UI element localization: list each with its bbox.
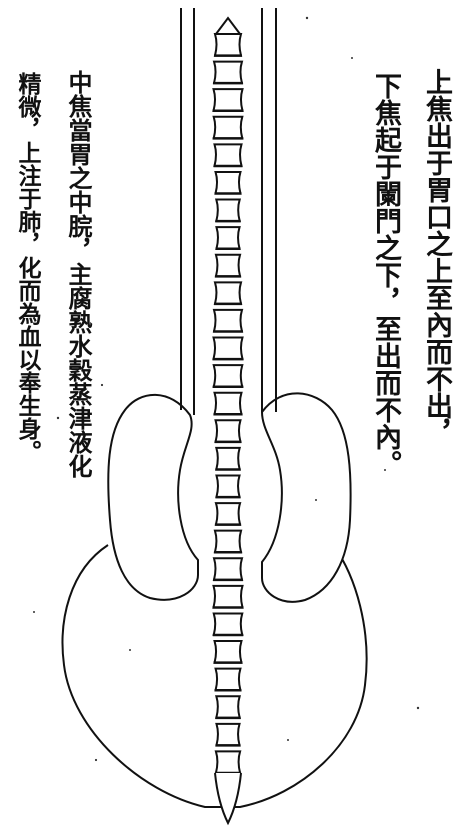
column-segment	[216, 724, 239, 746]
column-segment	[215, 34, 241, 56]
column-segment	[216, 448, 239, 470]
column-segment	[214, 62, 242, 84]
column-segment	[214, 338, 243, 360]
column-segment	[215, 531, 241, 553]
column-top-tip	[216, 18, 240, 34]
text-column-middle-burner-cont: 精微，上注于肺，化而為血以奉生身。	[16, 72, 39, 463]
column-segment	[214, 89, 243, 111]
column-segment	[215, 641, 242, 663]
column-segment	[216, 227, 239, 249]
column-segment	[216, 669, 241, 691]
column-segment	[216, 503, 240, 525]
column-segment	[215, 282, 241, 304]
column-segment	[216, 751, 240, 773]
column-segment	[214, 365, 243, 387]
column-segment	[214, 586, 243, 608]
column-segment	[214, 310, 242, 332]
column-segment	[214, 558, 242, 580]
column-bottom-tip	[215, 773, 241, 823]
segmented-central-column	[213, 18, 244, 823]
column-segment	[214, 144, 241, 166]
column-segment	[216, 172, 241, 194]
text-column-upper-burner: 上焦出于胃口之上至內而不出，	[423, 68, 450, 446]
text-column-lower-burner: 下焦起于闌門之下，至出而不內。	[372, 72, 399, 477]
right-organ-outline	[262, 393, 351, 601]
column-segment	[214, 117, 243, 139]
column-segment	[216, 255, 240, 277]
column-segment	[214, 613, 243, 635]
column-segment	[215, 393, 242, 415]
column-segment	[216, 696, 239, 718]
column-segment	[216, 420, 241, 442]
column-segment	[216, 475, 239, 497]
left-organ-outline	[108, 395, 198, 600]
text-column-middle-burner: 中焦當胃之中脘，主腐熟水穀蒸津液化	[66, 70, 90, 478]
column-segment	[216, 200, 239, 222]
